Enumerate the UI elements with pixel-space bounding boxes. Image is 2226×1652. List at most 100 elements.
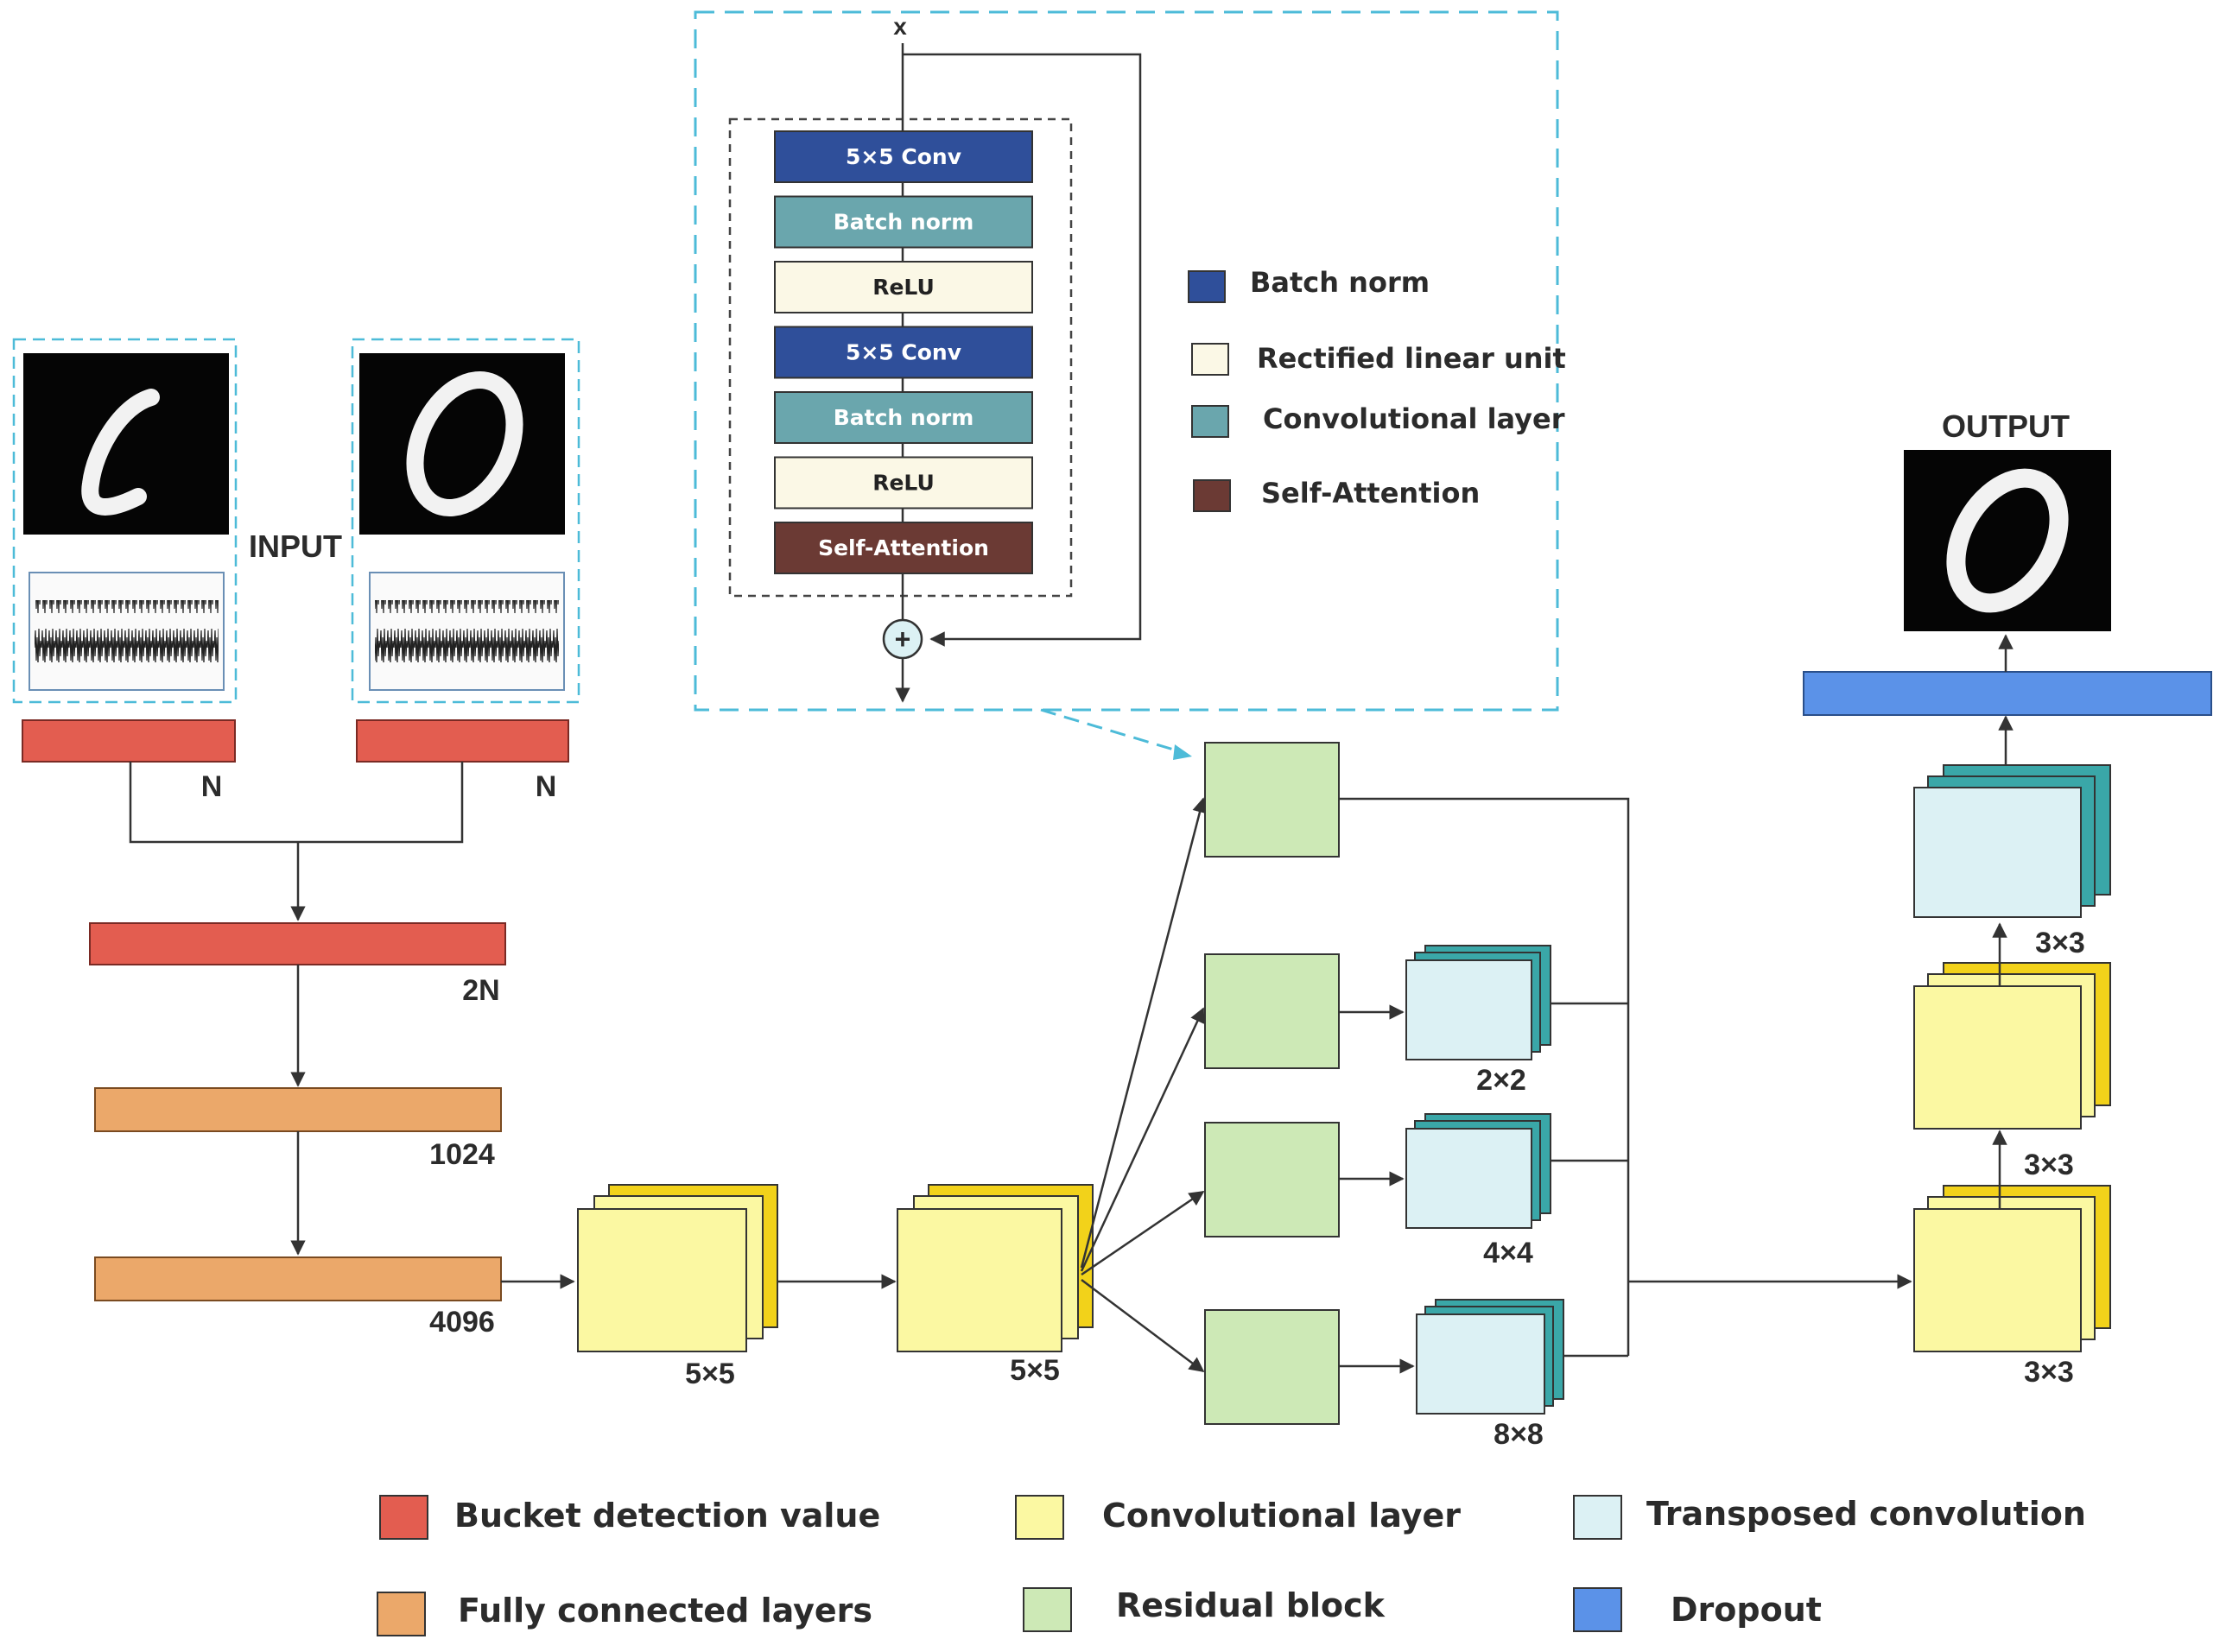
residual-block-1 — [1204, 742, 1340, 858]
trans-label-2x2: 2×2 — [1476, 1064, 1526, 1097]
fc-path: 2N 1024 4096 — [89, 922, 575, 1339]
residual-layer-1: 5×5 Conv — [774, 130, 1033, 183]
merge-lines — [129, 762, 464, 844]
branch-arrow-2 — [1080, 1007, 1205, 1272]
branches: 2×2 4×4 8×8 — [1204, 742, 1912, 1451]
conv-label-2: 5×5 — [1010, 1354, 1060, 1387]
legend-label: Dropout — [1671, 1591, 1822, 1629]
conv-block-2 — [897, 1184, 1094, 1352]
residual-layer-box — [774, 261, 1033, 313]
output-conv-block-1 — [1913, 1185, 2111, 1352]
residual-layer-6: ReLU — [774, 456, 1033, 510]
residual-legend-label: Convolutional layer — [1263, 402, 1565, 435]
legend-item: Bucket detection value — [379, 1495, 880, 1540]
branch-arrow-4 — [1081, 1279, 1205, 1373]
residual-legend-swatch — [1188, 270, 1226, 303]
sum-symbol: + — [895, 623, 911, 655]
transposed-block-3 — [1416, 1299, 1564, 1415]
input-signal-1 — [29, 572, 225, 691]
residual-layer-label: ReLU — [872, 275, 935, 300]
input-frame-2 — [351, 338, 580, 704]
skip-connection — [903, 53, 1142, 647]
residual-layer-box — [774, 326, 1033, 379]
legend-swatch — [379, 1495, 428, 1540]
residual-legend-swatch — [1191, 343, 1229, 376]
output-label-3: 3×3 — [2035, 927, 2085, 959]
residual-layer-7: Self-Attention — [774, 522, 1033, 574]
residual-legend-swatch — [1193, 479, 1231, 512]
input-image-2 — [359, 353, 565, 535]
input-frame-1 — [12, 338, 238, 704]
sum-node — [882, 618, 923, 660]
residual-layer-4: 5×5 Conv — [774, 326, 1033, 379]
input-section: INPUT N N — [12, 338, 580, 921]
residual-input-x: x — [893, 13, 907, 40]
fc-2n-bar — [89, 922, 506, 965]
trans-label-8x8: 8×8 — [1494, 1418, 1544, 1451]
legend-item: Convolutional layer — [1015, 1495, 1461, 1540]
output-conv-block-2 — [1913, 962, 2111, 1130]
fc-4096-bar — [94, 1256, 502, 1301]
legend-swatch — [1015, 1495, 1064, 1540]
fc-1024-bar — [94, 1087, 502, 1132]
residual-legend-item: Batch norm — [1188, 266, 1430, 303]
residual-legend-label: Rectified linear unit — [1257, 342, 1566, 375]
transposed-block-2 — [1405, 1113, 1551, 1229]
residual-legend-item: Rectified linear unit — [1191, 342, 1566, 376]
residual-legend-label: Batch norm — [1250, 266, 1430, 299]
output-label-1: 3×3 — [2024, 1356, 2074, 1389]
conv-block-1 — [577, 1184, 778, 1352]
branch-arrow-3 — [1081, 1190, 1205, 1276]
bucket-label-2: N — [536, 770, 557, 803]
legend-label: Bucket detection value — [454, 1497, 880, 1535]
input-signal-2 — [369, 572, 565, 691]
legend-item: Dropout — [1573, 1587, 1822, 1632]
legend-item: Fully connected layers — [377, 1592, 872, 1636]
trans-label-4x4: 4×4 — [1483, 1237, 1533, 1269]
residual-layer-label: Batch norm — [834, 405, 974, 430]
legend-swatch — [377, 1592, 426, 1636]
residual-layer-label: 5×5 Conv — [846, 144, 961, 169]
residual-layer-label: ReLU — [872, 471, 935, 496]
fc-label-1024: 1024 — [429, 1138, 495, 1171]
input-title: INPUT — [249, 529, 342, 564]
bucket-bar-2 — [356, 719, 569, 763]
residual-layer-label: Self-Attention — [818, 535, 989, 560]
legend-item: Transposed convolution — [1573, 1495, 2086, 1540]
legend-label: Residual block — [1116, 1586, 1386, 1624]
residual-layer-box — [774, 391, 1033, 444]
residual-block-2 — [1204, 953, 1340, 1069]
main-legend: Bucket detection value Convolutional laye… — [377, 1495, 2086, 1636]
residual-layer-label: Batch norm — [834, 210, 974, 235]
residual-inner-frame — [728, 117, 1073, 598]
residual-layer-box — [774, 195, 1033, 249]
residual-layer-2: Batch norm — [774, 195, 1033, 249]
legend-item: Residual block — [1023, 1586, 1386, 1632]
legend-label: Fully connected layers — [458, 1592, 872, 1630]
legend-label: Transposed convolution — [1646, 1495, 2086, 1533]
legend-swatch — [1023, 1587, 1072, 1632]
legend-swatch — [1573, 1587, 1622, 1632]
conv-label-1: 5×5 — [685, 1358, 735, 1390]
branch-arrow-1 — [1080, 797, 1208, 1269]
transposed-block-1 — [1405, 945, 1551, 1060]
output-path: 3×3 3×3 3×3 OUTPUT — [1803, 408, 2212, 1389]
residual-layer-box — [774, 522, 1033, 574]
residual-layer-box — [774, 130, 1033, 183]
residual-detail-frame — [694, 10, 1559, 712]
output-label-2: 3×3 — [2024, 1149, 2074, 1181]
dropout-bar — [1803, 671, 2212, 716]
fc-label-4096: 4096 — [429, 1306, 495, 1339]
output-title: OUTPUT — [1942, 408, 2070, 444]
residual-legend-label: Self-Attention — [1261, 477, 1480, 510]
residual-block-3 — [1204, 1122, 1340, 1237]
bucket-label-1: N — [201, 770, 223, 803]
output-image — [1904, 450, 2111, 631]
residual-layer-box — [774, 456, 1033, 510]
output-transposed-block — [1913, 764, 2111, 918]
residual-layer-3: ReLU — [774, 261, 1033, 313]
legend-swatch — [1573, 1495, 1622, 1540]
fc-label-2n: 2N — [462, 974, 499, 1007]
